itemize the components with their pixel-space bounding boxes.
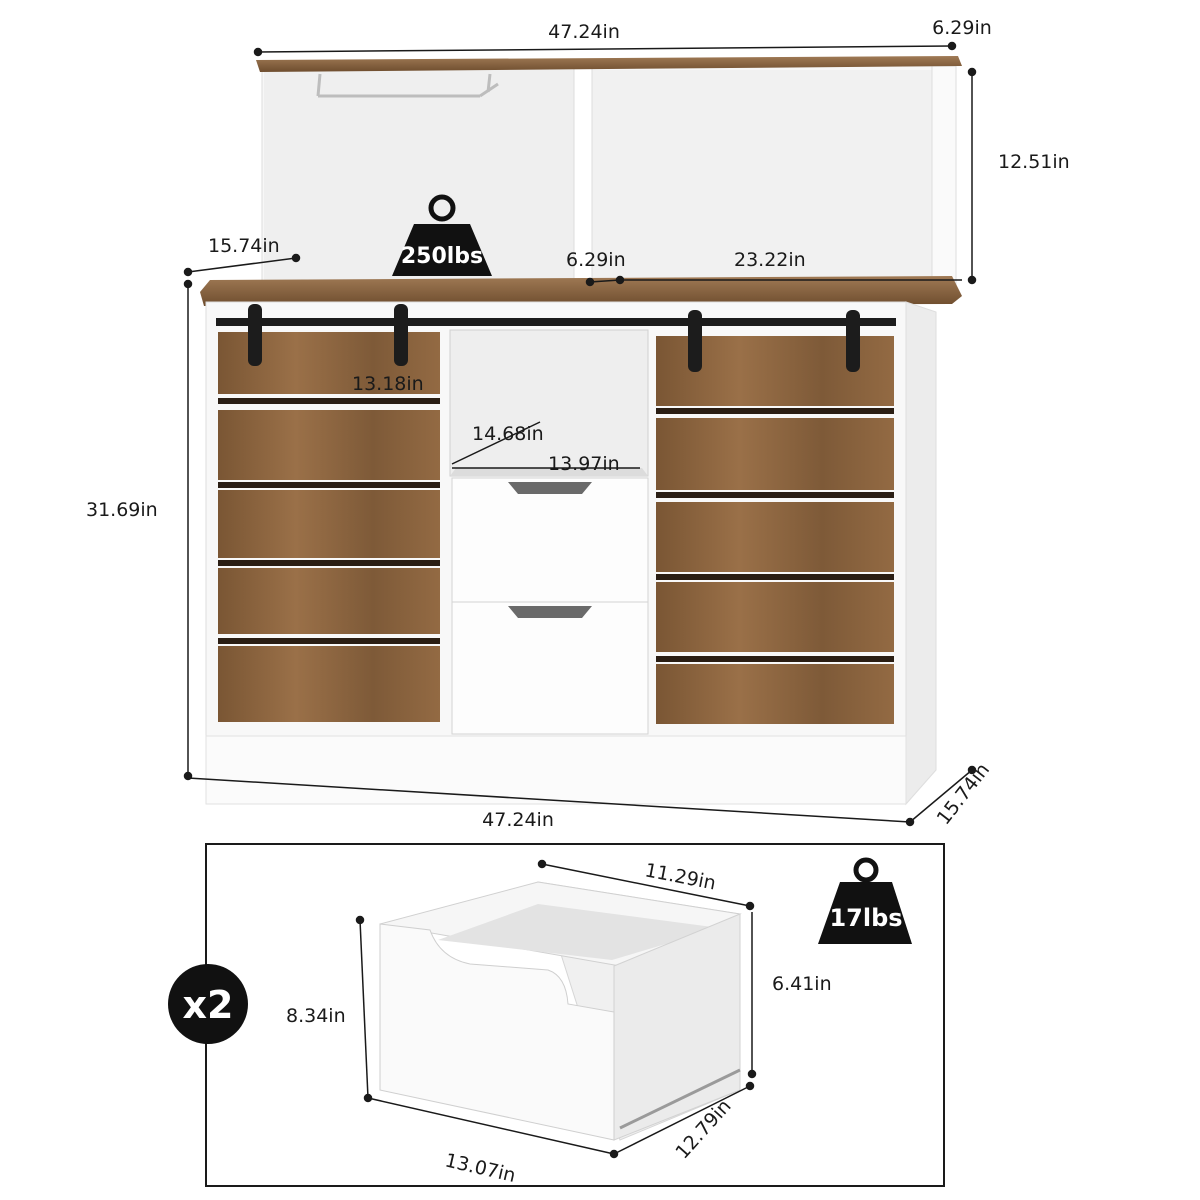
open-cubby — [449, 329, 649, 477]
hutch-top — [256, 56, 962, 72]
hutch-height-label: 12.51in — [998, 151, 1070, 173]
cabinet-body — [205, 301, 937, 806]
hutch-depth-label: 6.29in — [932, 17, 992, 39]
cubby-width-label: 13.97in — [548, 453, 620, 475]
hutch — [256, 56, 962, 289]
center-drawer-2 — [451, 601, 649, 735]
drawer-bottom-width-label: 13.07in — [443, 1149, 518, 1187]
drawer-top-width-label: 11.29in — [643, 859, 718, 894]
top-width-label: 47.24in — [548, 21, 620, 43]
counter-depth-label: 15.74in — [208, 235, 280, 257]
left-barn-door — [218, 332, 440, 722]
drawer-back-height-label: 6.41in — [772, 973, 832, 995]
barn-door-rail — [216, 318, 896, 326]
hutch-shelf-width-label: 23.22in — [734, 249, 806, 271]
total-height-label: 31.69in — [86, 499, 158, 521]
center-drawer-1 — [451, 477, 649, 603]
weight-icon: 250lbs — [392, 194, 492, 276]
drawer-illustration — [379, 881, 742, 1141]
weight-icon: 17lbs — [818, 857, 912, 944]
door-width-label: 13.18in — [352, 373, 424, 395]
countertop — [200, 276, 962, 306]
right-barn-door — [656, 336, 894, 724]
glass-rack-icon — [316, 73, 499, 98]
drawer-front-height-label: 8.34in — [286, 1005, 346, 1027]
dimension-lines — [183, 41, 977, 827]
quantity-badge: x2 — [168, 964, 248, 1044]
drawer-handle-icon — [508, 606, 592, 618]
door-hanger-icon — [248, 304, 860, 372]
drawer-handle-icon — [508, 482, 592, 494]
cubby-depth-label: 14.68in — [472, 423, 544, 445]
drawer-dimension-lines — [355, 859, 757, 1159]
drawer-load-capacity: 17lbs — [829, 904, 902, 932]
drawer-quantity: x2 — [183, 983, 234, 1027]
counter-gap-label: 6.29in — [566, 249, 626, 271]
shelf-load-capacity: 250lbs — [401, 244, 483, 269]
bottom-width-label: 47.24in — [482, 809, 554, 831]
bottom-depth-label: 15.74in — [933, 759, 994, 829]
